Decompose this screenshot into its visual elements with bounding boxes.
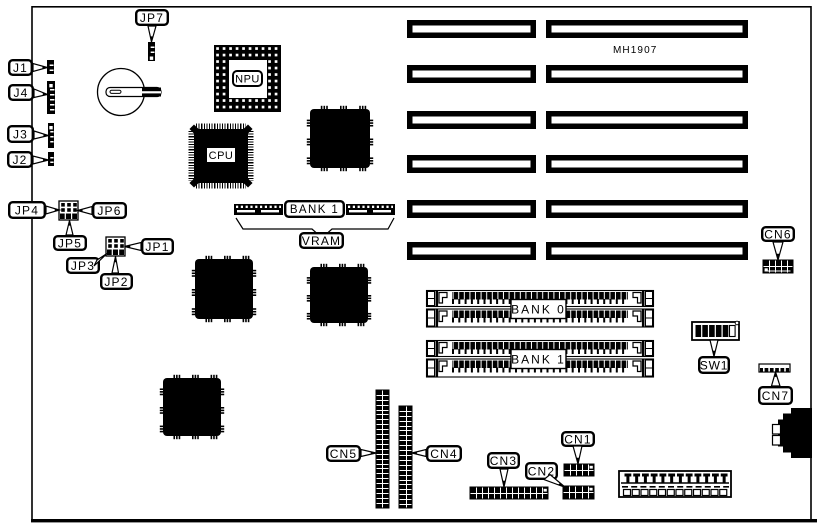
svg-text:CN2: CN2 [528,464,556,478]
svg-text:JP5: JP5 [58,236,82,250]
svg-text:JP4: JP4 [15,203,39,217]
svg-text:NPU: NPU [235,73,260,85]
svg-text:J3: J3 [13,127,28,141]
svg-text:SW1: SW1 [700,358,728,372]
svg-text:J2: J2 [12,153,27,167]
svg-text:BANK 0: BANK 0 [511,303,566,317]
svg-text:CN1: CN1 [564,432,592,446]
svg-text:CN3: CN3 [490,454,518,468]
svg-text:BANK 1: BANK 1 [290,204,339,216]
svg-text:JP7: JP7 [140,11,164,25]
svg-text:J1: J1 [13,61,28,75]
svg-text:CPU: CPU [209,150,234,162]
svg-text:JP1: JP1 [145,240,169,254]
svg-text:MH1907: MH1907 [613,45,657,56]
svg-text:CN4: CN4 [430,447,458,461]
svg-text:JP2: JP2 [104,275,128,289]
svg-text:BANK 1: BANK 1 [511,353,566,367]
svg-text:JP6: JP6 [97,204,121,218]
svg-text:CN6: CN6 [764,227,792,241]
svg-text:CN7: CN7 [762,389,790,403]
svg-text:CN5: CN5 [330,447,358,461]
svg-text:JP3: JP3 [71,259,95,273]
svg-text:J4: J4 [13,86,28,100]
svg-text:VRAM: VRAM [302,234,341,248]
